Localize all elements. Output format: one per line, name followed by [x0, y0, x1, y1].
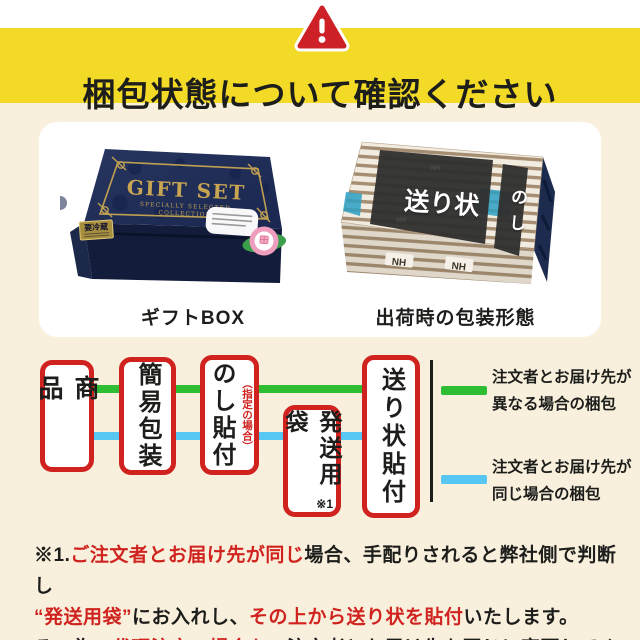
legend-different-address: 注文者とお届け先が 異なる場合の梱包 — [492, 369, 632, 413]
svg-text:NH: NH — [391, 257, 407, 269]
legend-same-address: 注文者とお届け先が 同じ場合の梱包 — [492, 459, 632, 503]
svg-text:要冷蔵: 要冷蔵 — [84, 221, 109, 233]
gift-set-subtitle1: SPECIALLY SELECTED — [140, 202, 231, 212]
gift-badge — [242, 226, 287, 256]
flow-box-shipping-bag-footnote: ※1 — [316, 497, 333, 511]
legend-blue-swatch — [441, 475, 487, 484]
gift-box-caption: ギフトBOX — [140, 308, 246, 329]
shipping-slip-label: 送り状 — [403, 187, 481, 221]
flow-box-product: 商品 — [35, 360, 99, 472]
flow-box-slip-attach-label: 送り状貼付 — [377, 366, 405, 507]
flow-box-shipping-bag-label: 発送用袋 — [282, 410, 342, 488]
gift-set-title: GIFT SET — [126, 175, 246, 204]
footnotes: ※1.ご注文者とお届け先が同じ場合、手配りされると弊社側で判断し “発送用袋”に… — [34, 540, 620, 640]
flow-box-product-label: 商品 — [35, 375, 99, 424]
nh-logo-badge: NH — [444, 256, 474, 274]
footnote-line-3: その為、代理注文の場合も、注文者とお届け先を同じに変更してください。 — [34, 633, 620, 640]
flow-box-noshi-attach: のし貼付 （指定の場合） — [200, 355, 259, 475]
svg-text:NH: NH — [451, 261, 467, 274]
footnote-line-1: ※1.ご注文者とお届け先が同じ場合、手配りされると弊社側で判断し — [34, 545, 617, 597]
gift-set-subtitle2: COLLECTION — [158, 210, 212, 218]
shipping-package-illustration: NH NH NH NH — [340, 141, 555, 284]
shipping-form-caption: 出荷時の包装形態 — [375, 308, 536, 329]
flow-box-simple-packaging-label: 簡易包装 — [134, 362, 161, 470]
flow-box-slip-attach: 送り状貼付 — [362, 355, 420, 518]
flow-box-simple-packaging: 簡易包装 — [119, 357, 176, 475]
legend-divider — [430, 360, 433, 502]
nh-watermark: NH — [396, 217, 406, 224]
legend-green-swatch — [441, 386, 487, 395]
gift-bubble-note — [205, 206, 259, 237]
gift-box-illustration: GIFT SET SPECIALLY SELECTED COLLECTION 要… — [60, 149, 287, 283]
banner-title: 梱包状態について確認ください — [82, 76, 558, 113]
footnote-line-2: “発送用袋”にお入れし、その上から送り状を貼付いたします。 — [34, 607, 579, 628]
warning-triangle-icon — [294, 2, 350, 52]
nh-logo-badge: NH — [384, 252, 414, 269]
flow-box-noshi-note: （指定の場合） — [241, 378, 253, 452]
refrigerate-label: 要冷蔵 — [78, 219, 114, 241]
flow-box-noshi-label: のし貼付 — [208, 361, 235, 469]
flow-box-shipping-bag: 発送用袋 ※1 — [282, 405, 342, 517]
noshi-label: のし — [505, 187, 528, 241]
gold-corner-ornaments — [97, 156, 271, 223]
nh-watermark: NH — [430, 165, 440, 172]
